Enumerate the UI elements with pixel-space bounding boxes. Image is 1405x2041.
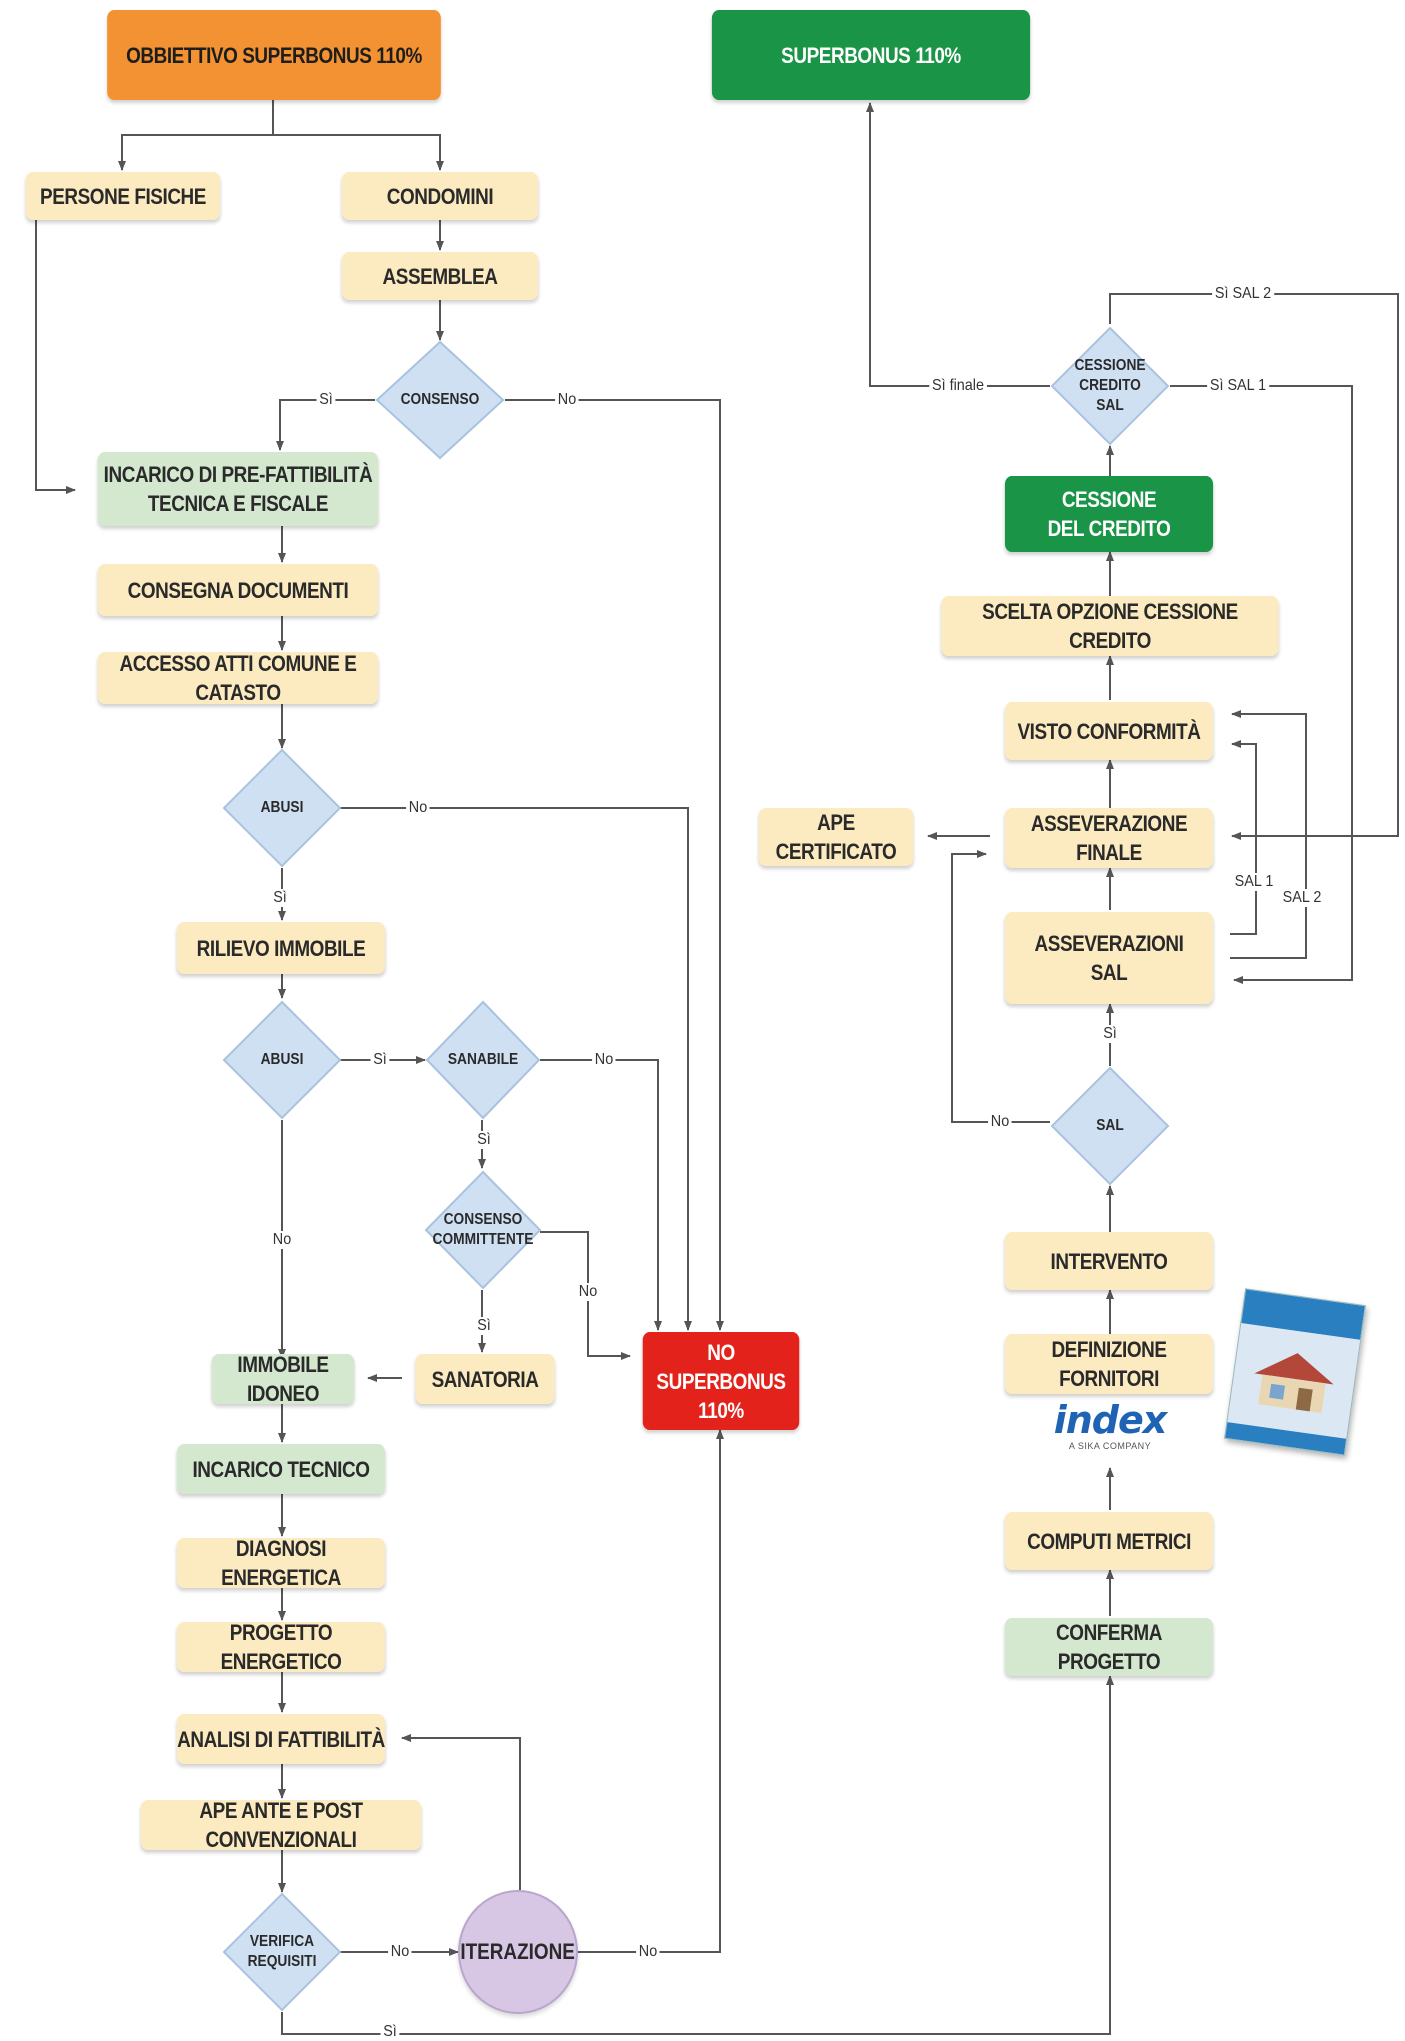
decision-abusi-1: ABUSI bbox=[222, 748, 342, 868]
label-verifica-si: Sì bbox=[380, 2023, 400, 2041]
node-diagnosi-energetica: DIAGNOSI ENERGETICA bbox=[176, 1536, 386, 1590]
node-computi-metrici: COMPUTI METRICI bbox=[1004, 1512, 1214, 1570]
node-iterazione: ITERAZIONE bbox=[458, 1890, 578, 2014]
label-sanabile-no: No bbox=[592, 1051, 616, 1069]
label-committente-si: Sì bbox=[474, 1317, 494, 1335]
edge-iterazione-analisi bbox=[401, 1734, 521, 1890]
edge-sanabile-no bbox=[540, 1059, 662, 1331]
edge-sal1-visto bbox=[1230, 740, 1257, 935]
node-incarico-prefattibilita: INCARICO DI PRE-FATTIBILITÀ TECNICA E FI… bbox=[97, 452, 379, 526]
edge-consenso-si bbox=[276, 399, 375, 451]
node-ape-certificato: APE CERTIFICATO bbox=[758, 808, 914, 866]
node-intervento: INTERVENTO bbox=[1004, 1232, 1214, 1290]
label-cessione-si-finale: Sì finale bbox=[929, 377, 987, 395]
edge-abusi1-no bbox=[340, 807, 692, 1331]
edge-iterazione-no bbox=[578, 1429, 724, 1953]
label-sal-si: Sì bbox=[1100, 1025, 1120, 1043]
node-rilievo-immobile: RILIEVO IMMOBILE bbox=[176, 922, 386, 974]
node-visto-conformita: VISTO CONFORMITÀ bbox=[1004, 702, 1214, 760]
node-consegna-documenti: CONSEGNA DOCUMENTI bbox=[97, 564, 379, 616]
decision-consenso-committente: CONSENSO COMMITTENTE bbox=[424, 1170, 542, 1290]
label-sal2: SAL 2 bbox=[1279, 889, 1325, 907]
label-verifica-no: No bbox=[388, 1943, 412, 1961]
node-assemblea: ASSEMBLEA bbox=[341, 252, 539, 300]
node-asseverazioni-sal: ASSEVERAZIONI SAL bbox=[1004, 912, 1214, 1004]
node-asseverazione-finale: ASSEVERAZIONE FINALE bbox=[1004, 808, 1214, 868]
edge-obbiettivo-split bbox=[118, 99, 274, 171]
label-consenso-si: Sì bbox=[316, 391, 336, 409]
decision-verifica-requisiti: VERIFICA REQUISITI bbox=[222, 1892, 342, 2012]
node-condomini: CONDOMINI bbox=[341, 172, 539, 220]
label-abusi2-no: No bbox=[270, 1231, 294, 1249]
label-consenso-no: No bbox=[555, 391, 579, 409]
node-immobile-idoneo: IMMOBILE IDONEO bbox=[211, 1352, 355, 1406]
node-ape-ante-post: APE ANTE E POST CONVENZIONALI bbox=[140, 1798, 422, 1852]
label-sal1: SAL 1 bbox=[1231, 873, 1277, 891]
node-definizione-fornitori: DEFINIZIONE FORNITORI bbox=[1004, 1334, 1214, 1394]
node-progetto-energetico: PROGETTO ENERGETICO bbox=[176, 1620, 386, 1674]
node-incarico-tecnico: INCARICO TECNICO bbox=[176, 1444, 386, 1494]
logo-brand: index bbox=[1053, 1398, 1168, 1442]
edge-cessionesal-finale bbox=[866, 102, 1050, 387]
node-sanatoria: SANATORIA bbox=[415, 1354, 555, 1404]
label-sal-no: No bbox=[988, 1113, 1012, 1131]
label-abusi1-si: Sì bbox=[270, 889, 290, 907]
label-abusi2-si: Sì bbox=[370, 1051, 390, 1069]
edge-split-condomini bbox=[273, 134, 444, 171]
edge-verifica-si bbox=[281, 1675, 1114, 2035]
edge-persone-incarico bbox=[35, 220, 76, 494]
node-persone-fisiche: PERSONE FISICHE bbox=[25, 172, 221, 220]
decision-sanabile: SANABILE bbox=[425, 1000, 541, 1120]
decision-abusi-2: ABUSI bbox=[222, 1000, 342, 1120]
edge-cessionesal-sal2 bbox=[1109, 293, 1399, 840]
node-analisi-fattibilita: ANALISI DI FATTIBILITÀ bbox=[176, 1714, 385, 1764]
node-no-superbonus: NO SUPERBONUS 110% bbox=[642, 1332, 800, 1430]
node-obbiettivo-superbonus: OBBIETTIVO SUPERBONUS 110% bbox=[107, 10, 441, 100]
index-logo: index A SIKA COMPANY bbox=[1028, 1400, 1192, 1456]
label-cessione-si-sal2: Sì SAL 2 bbox=[1212, 285, 1274, 303]
label-abusi1-no: No bbox=[406, 799, 430, 817]
node-superbonus-110: SUPERBONUS 110% bbox=[711, 10, 1031, 100]
node-accesso-atti: ACCESSO ATTI COMUNE E CATASTO bbox=[97, 651, 379, 705]
decision-consenso: CONSENSO bbox=[375, 340, 505, 460]
node-cessione-del-credito: CESSIONE DEL CREDITO bbox=[1004, 476, 1214, 552]
decision-sal: SAL bbox=[1050, 1066, 1170, 1186]
node-conferma-progetto: CONFERMA PROGETTO bbox=[1004, 1618, 1214, 1676]
label-sanabile-si: Sì bbox=[474, 1131, 494, 1149]
brochure-image bbox=[1224, 1288, 1366, 1456]
decision-cessione-credito-sal: CESSIONE CREDITO SAL bbox=[1050, 326, 1170, 446]
node-scelta-opzione: SCELTA OPZIONE CESSIONE CREDITO bbox=[941, 596, 1279, 656]
label-cessione-si-sal1: Sì SAL 1 bbox=[1207, 377, 1269, 395]
label-iterazione-no: No bbox=[636, 1943, 660, 1961]
label-committente-no: No bbox=[576, 1283, 600, 1301]
logo-tagline: A SIKA COMPANY bbox=[1068, 1441, 1152, 1451]
